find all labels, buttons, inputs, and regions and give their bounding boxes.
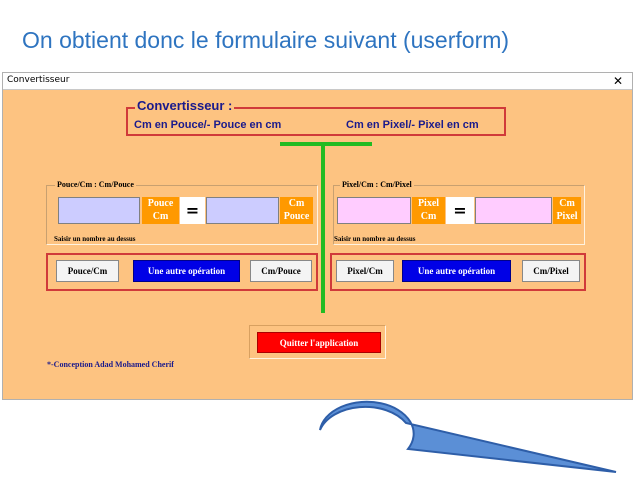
- divider-horizontal: [280, 142, 372, 146]
- pixel-hint: Saisir un nombre au dessus: [334, 235, 416, 243]
- close-icon[interactable]: ✕: [612, 74, 624, 88]
- pouce-group-legend: Pouce/Cm : Cm/Pouce: [55, 180, 136, 189]
- pouce-label-right-bottom: Pouce: [283, 211, 310, 222]
- pouce-label-right: Cm Pouce: [280, 197, 313, 224]
- quit-frame: [249, 325, 386, 359]
- pixel-label-left: Pixel Cm: [412, 197, 445, 224]
- header-subtitle-pixel: Cm en Pixel/- Pixel en cm: [346, 119, 479, 131]
- pouce-label-left-bottom: Cm: [152, 211, 169, 222]
- pouce-label-right-top: Cm: [288, 198, 305, 209]
- pouce-other-operation-button[interactable]: Une autre opération: [133, 260, 240, 282]
- pouce-group: [46, 185, 318, 245]
- pixel-label-right-top: Cm: [559, 198, 575, 209]
- header-subtitle-inch: Cm en Pouce/- Pouce en cm: [134, 119, 282, 131]
- window-titlebar[interactable]: Convertisseur ✕: [3, 73, 632, 90]
- pouce-buttons-frame: [46, 253, 318, 291]
- pouce-label-left-top: Pouce: [147, 198, 174, 209]
- userform-window: Convertisseur ✕ Convertisseur : Cm en Po…: [2, 72, 633, 400]
- header-frame: [126, 107, 506, 136]
- pixel-group-legend: Pixel/Cm : Cm/Pixel: [340, 180, 414, 189]
- divider-vertical: [321, 143, 325, 313]
- pouce-cm-button[interactable]: Pouce/Cm: [56, 260, 119, 282]
- pixel-label-right-bottom: Pixel: [556, 211, 578, 222]
- cm-pixel-button[interactable]: Cm/Pixel: [522, 260, 580, 282]
- pixel-input-left[interactable]: [337, 197, 411, 224]
- pouce-input-right[interactable]: [206, 197, 279, 224]
- pouce-equals-sign: =: [180, 197, 205, 224]
- header-title: Convertisseur :: [135, 98, 235, 113]
- callout-line-2: exemple: [344, 441, 390, 455]
- window-title: Convertisseur: [7, 75, 70, 85]
- pouce-hint: Saisir un nombre au dessus: [54, 235, 136, 243]
- credit-text: *-Conception Adad Mohamed Cherif: [47, 360, 174, 369]
- callout-text: Soit un exemple: [322, 424, 412, 456]
- pixel-group: [333, 185, 585, 245]
- pouce-input-left[interactable]: [58, 197, 140, 224]
- pixel-label-right: Cm Pixel: [553, 197, 581, 224]
- quit-button[interactable]: Quitter l'application: [257, 332, 381, 353]
- pixel-label-left-top: Pixel: [417, 198, 440, 209]
- pixel-buttons-frame: [330, 253, 586, 291]
- slide-title: On obtient donc le formulaire suivant (u…: [22, 27, 510, 53]
- pixel-other-operation-button[interactable]: Une autre opération: [402, 260, 511, 282]
- callout-line-1: Soit un: [348, 425, 386, 439]
- pixel-label-left-bottom: Cm: [420, 211, 437, 222]
- cm-pouce-button[interactable]: Cm/Pouce: [250, 260, 312, 282]
- pixel-cm-button[interactable]: Pixel/Cm: [336, 260, 394, 282]
- pixel-equals-sign: =: [446, 197, 474, 224]
- pouce-label-left: Pouce Cm: [142, 197, 179, 224]
- pixel-input-right[interactable]: [475, 197, 552, 224]
